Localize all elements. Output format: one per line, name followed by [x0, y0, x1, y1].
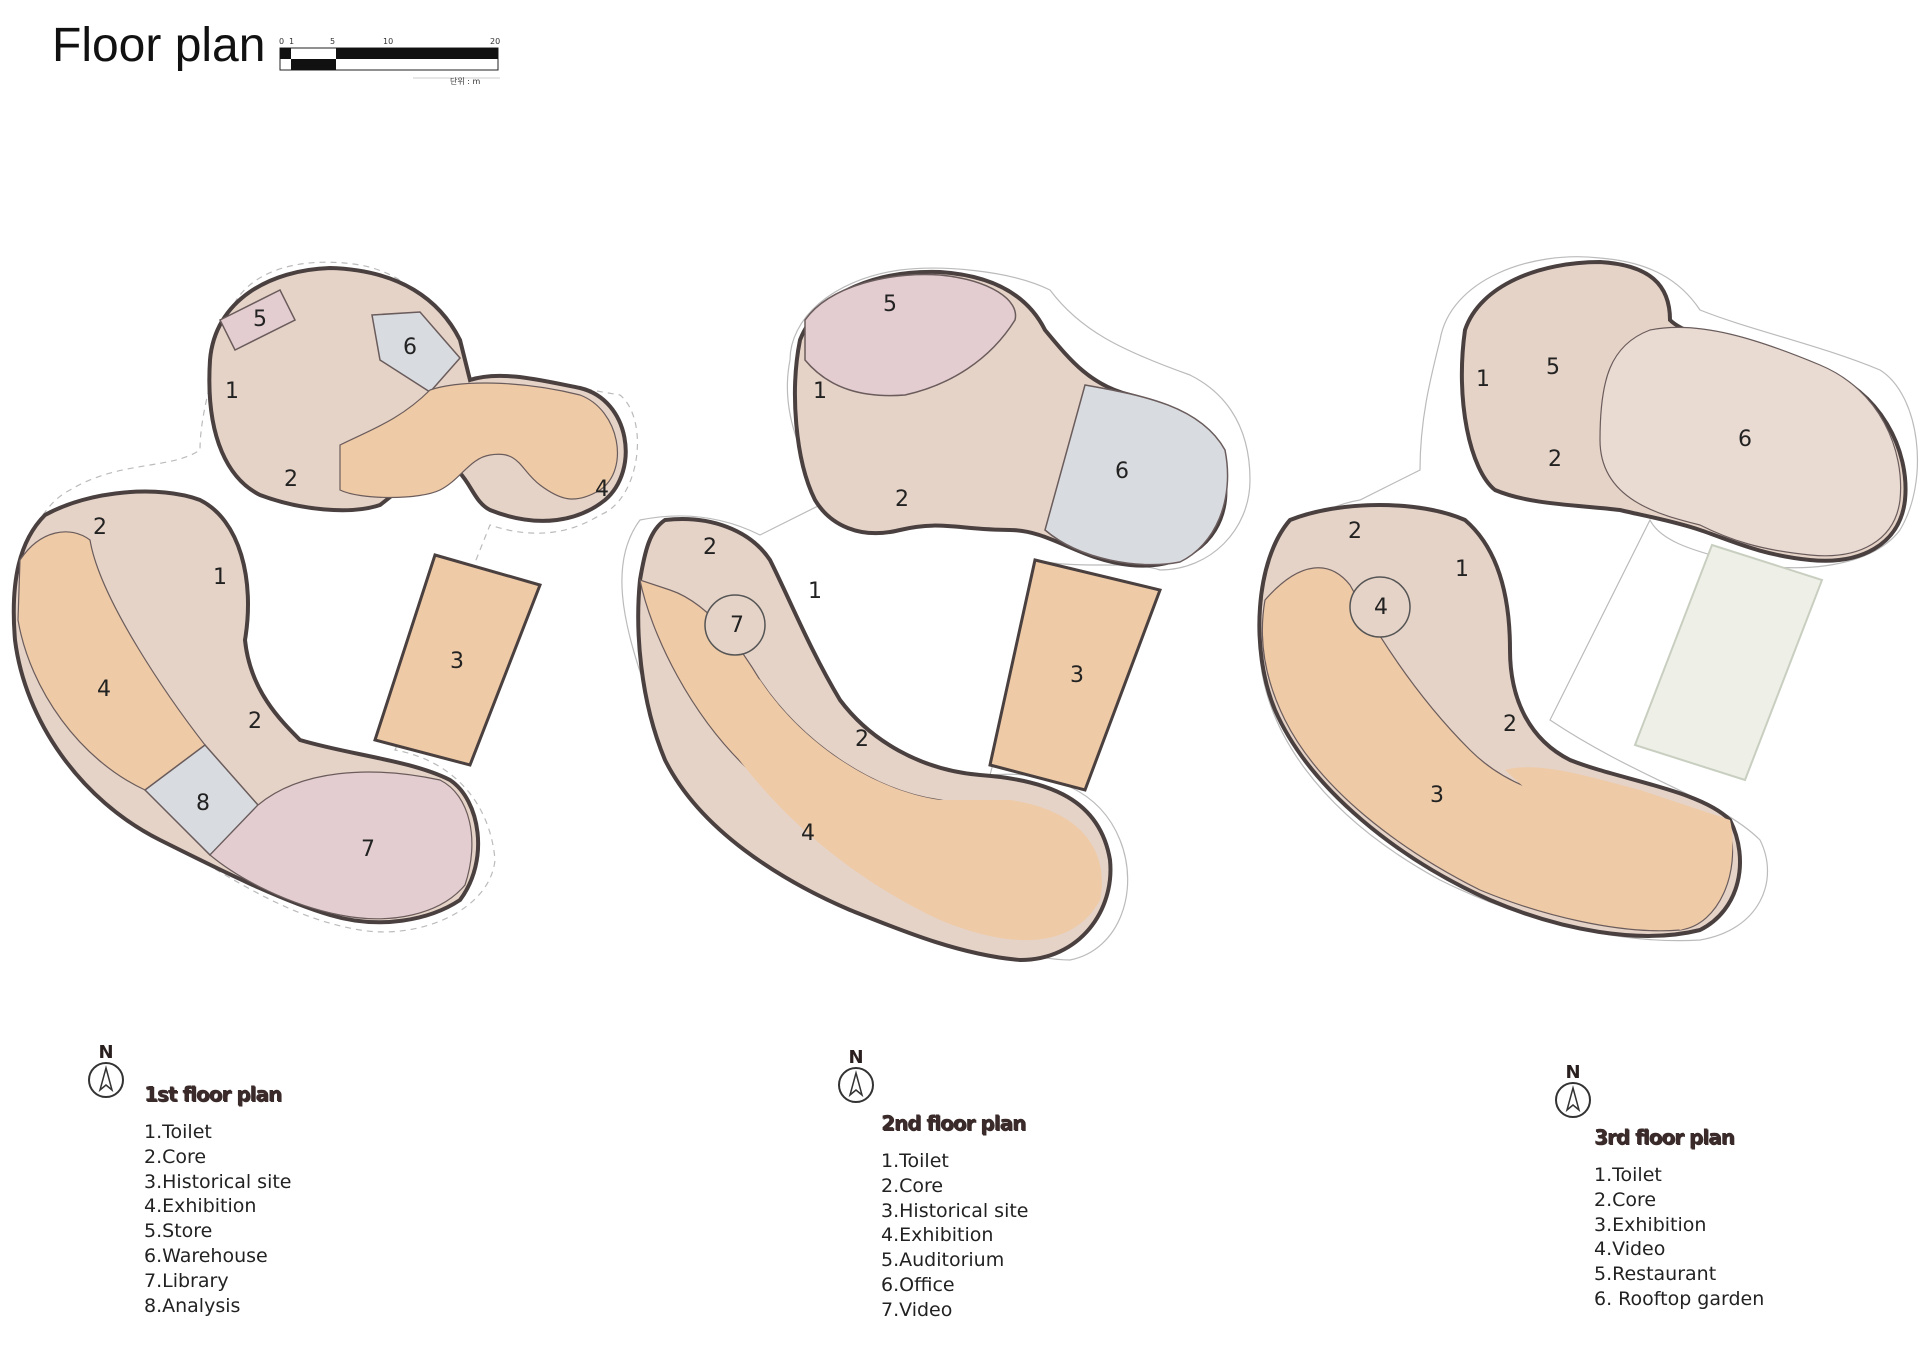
legend-item: 1.Toilet	[1594, 1164, 1662, 1186]
room-label: 4	[1374, 595, 1388, 620]
exhibition-room-upper	[339, 382, 618, 500]
third-floor-legend: 3rd floor plan 1.Toilet 2.Core 3.Exhibit…	[1594, 1125, 1764, 1312]
room-label: 3	[1430, 783, 1444, 808]
lawn-area	[1633, 543, 1824, 782]
second-floor-plan: 5 1 6 2 2 7 1 3 2 4	[621, 267, 1251, 963]
scale-tick-1: 1	[289, 37, 294, 46]
room-label: 7	[361, 837, 375, 862]
room-label: 2	[895, 487, 909, 512]
legend-item: 2.Core	[144, 1145, 207, 1168]
first-floor-legend: 1st floor plan 1.Toilet 2.Core 3.Histori…	[144, 1082, 291, 1318]
historical-site-room	[373, 553, 542, 767]
room-label: 2	[248, 709, 262, 734]
legend-item: 2.Core	[1594, 1188, 1657, 1211]
legend-item: 4.Video	[1594, 1238, 1666, 1261]
scale-tick-5: 5	[330, 37, 335, 46]
scale-unit: 단위 : m	[450, 76, 481, 86]
legend-item: 1.Toilet	[881, 1150, 949, 1172]
room-label: 2	[1348, 519, 1362, 544]
legend-item: 6.Office	[881, 1273, 955, 1296]
room-label: 1	[813, 379, 827, 404]
video-room	[704, 594, 766, 656]
room-label: 1	[213, 565, 227, 590]
room-label: 2	[93, 515, 107, 540]
room-label: 6	[403, 335, 417, 360]
plan-title: 3rd floor plan	[1594, 1125, 1735, 1149]
room-label: 2	[703, 535, 717, 560]
legend-item: 4.Exhibition	[144, 1195, 257, 1218]
room-label: 5	[253, 307, 267, 332]
room-label: 5	[1546, 355, 1560, 380]
room-label: 7	[730, 613, 744, 638]
office-room	[1044, 384, 1229, 566]
room-label: 6	[1738, 427, 1752, 452]
scale-tick-20: 20	[490, 37, 500, 46]
scale-tick-10: 10	[383, 37, 393, 46]
legend-item: 5.Restaurant	[1594, 1263, 1717, 1286]
legend-item: 6.Warehouse	[144, 1244, 268, 1267]
page-title: Floor plan	[52, 19, 266, 72]
room-label: 4	[801, 821, 815, 846]
legend-item: 4.Exhibition	[881, 1224, 994, 1247]
room-label: 2	[1548, 447, 1562, 472]
legend-item: 2.Core	[881, 1174, 944, 1197]
second-floor-legend: 2nd floor plan 1.Toilet 2.Core 3.Histori…	[881, 1111, 1028, 1323]
legend-item: 8.Analysis	[144, 1294, 241, 1317]
exhibition-room-fill	[1505, 767, 1733, 930]
north-compass-icon: N	[88, 1042, 124, 1098]
first-floor-plan: 5 1 6 2 4 2 1 4 3 2 8 7	[11, 261, 639, 933]
room-label: 5	[883, 292, 897, 317]
legend-item: 1.Toilet	[144, 1121, 212, 1143]
north-compass-icon: N	[838, 1047, 874, 1103]
legend-item: 6. Rooftop garden	[1594, 1287, 1765, 1310]
room-label: 2	[855, 727, 869, 752]
plan-title: 1st floor plan	[144, 1082, 282, 1106]
rooftop-garden-room	[1599, 326, 1902, 557]
third-floor-plan: 1 5 6 2 2 4 1 2 3	[1257, 256, 1918, 942]
legend-item: 5.Auditorium	[881, 1249, 1005, 1272]
room-label: 2	[1503, 712, 1517, 737]
north-compass-icon: N	[1555, 1062, 1591, 1118]
room-label: 4	[97, 677, 111, 702]
scale-bar: 0 1 5 10 20 단위 : m	[279, 37, 500, 86]
room-label: 2	[284, 467, 298, 492]
svg-text:N: N	[1565, 1062, 1580, 1083]
video-room	[1349, 576, 1411, 638]
store-room	[218, 288, 297, 352]
room-label: 1	[1476, 367, 1490, 392]
legend-item: 7.Library	[144, 1269, 229, 1292]
legend-item: 3.Historical site	[144, 1170, 292, 1193]
warehouse-room	[371, 311, 461, 393]
svg-text:N: N	[848, 1047, 863, 1068]
auditorium-room	[804, 273, 1017, 397]
room-label: 1	[225, 379, 239, 404]
legend-item: 7.Video	[881, 1298, 953, 1321]
exhibition-room-lower	[17, 531, 206, 791]
library-room	[209, 771, 473, 920]
scale-tick-0: 0	[279, 37, 284, 46]
room-label: 1	[808, 579, 822, 604]
room-label: 1	[1455, 557, 1469, 582]
room-label: 4	[595, 477, 609, 502]
legend-item: 3.Exhibition	[1594, 1213, 1707, 1236]
plan-title: 2nd floor plan	[881, 1111, 1026, 1135]
room-label: 3	[450, 649, 464, 674]
room-label: 8	[196, 791, 210, 816]
legend-item: 3.Historical site	[881, 1199, 1029, 1222]
room-label: 6	[1115, 459, 1129, 484]
room-label: 3	[1070, 663, 1084, 688]
legend-item: 5.Store	[144, 1220, 213, 1243]
historical-site-room	[988, 558, 1163, 792]
svg-text:N: N	[98, 1042, 113, 1063]
exhibition-room-fill	[665, 610, 1102, 941]
